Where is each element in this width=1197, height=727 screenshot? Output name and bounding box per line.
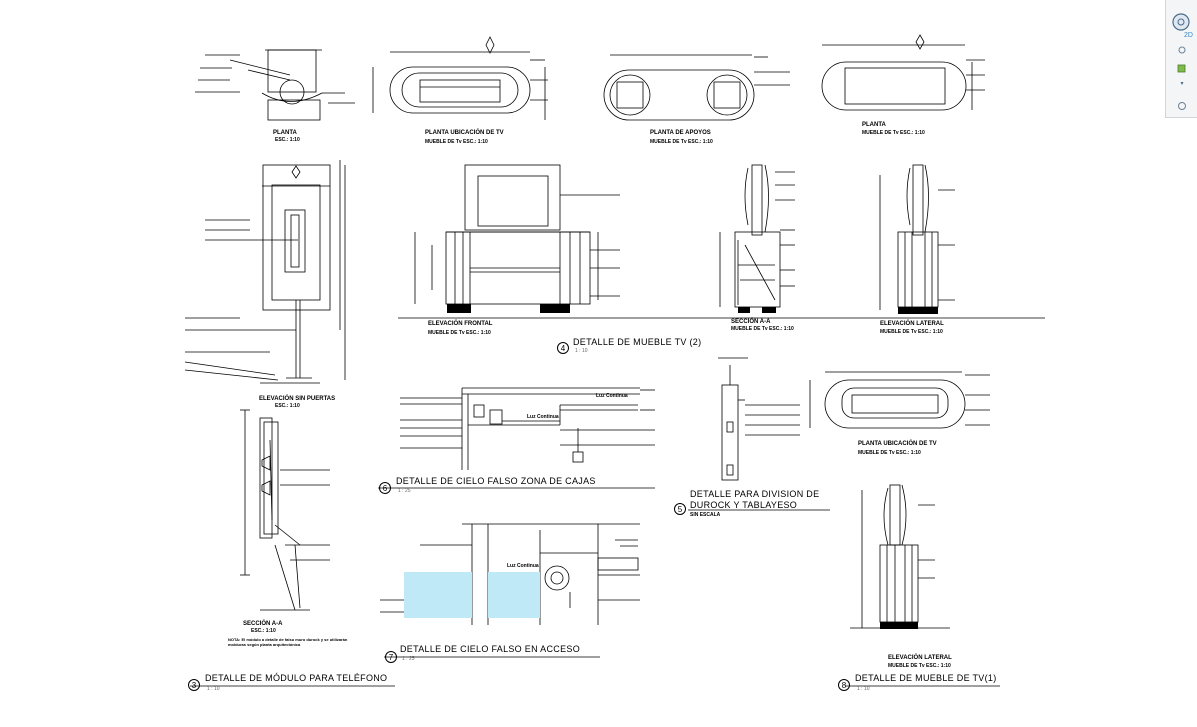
elevacion-lateral-2-drawing <box>850 484 950 629</box>
elevacion-sin-puertas-title: ELEVACIÓN SIN PUERTAS <box>259 396 336 402</box>
orbit-button[interactable] <box>1174 100 1190 112</box>
detail-4-title: DETALLE DE MUEBLE TV (2) <box>573 337 702 347</box>
elevacion-lateral-2-feet <box>880 622 918 629</box>
elevacion-frontal-feet <box>447 304 570 313</box>
pan-icon <box>1178 46 1186 54</box>
planta-apoyos-scale: MUEBLE DE Tv ESC.: 1:10 <box>650 139 713 145</box>
detail-6-title: DETALLE DE CIELO FALSO ZONA DE CAJAS <box>396 476 596 486</box>
chevron-down-icon: ▾ <box>1180 80 1184 87</box>
detail-5-scale: SIN ESCALA <box>690 512 721 518</box>
view-mode-label: 2D <box>1184 32 1193 39</box>
elevacion-lateral-2-scale: MUEBLE DE Tv ESC.: 1:10 <box>888 663 951 669</box>
planta-small-scale: ESC.: 1:10 <box>275 137 300 143</box>
elevacion-lateral-scale: MUEBLE DE Tv ESC.: 1:10 <box>880 329 943 335</box>
planta-small-title: PLANTA <box>273 130 297 136</box>
elevacion-lateral-drawing <box>879 164 955 310</box>
seccion-aa-left-scale: ESC.: 1:10 <box>251 628 276 634</box>
planta-apoyos-drawing <box>603 54 790 121</box>
luz-continua-label-1: Luz Continua <box>596 393 628 399</box>
seccion-aa-scale: MUEBLE DE Tv ESC.: 1:10 <box>731 326 794 332</box>
orbit-2d-icon <box>1172 13 1190 31</box>
elevacion-lateral-2-title: ELEVACIÓN LATERAL <box>888 655 952 661</box>
elevacion-sin-puertas-drawing <box>184 160 346 384</box>
elevacion-frontal-title: ELEVACIÓN FRONTAL <box>428 321 493 327</box>
planta-right-drawing <box>821 34 985 111</box>
detail-7-scale: 1 : 25 <box>402 656 415 662</box>
detail-3-scale: 1 : 10 <box>207 686 220 692</box>
luz-continua-label-2: Luz Continua <box>527 414 559 420</box>
division-durock-drawing <box>688 357 830 511</box>
luz-continua-label-3: Luz Continua <box>507 563 539 569</box>
elevacion-frontal-drawing <box>398 164 1045 319</box>
detail-8-number: 8 <box>838 679 850 691</box>
detail-4-number: 4 <box>557 342 569 354</box>
detail-4-scale: 1 : 10 <box>575 348 588 354</box>
seccion-aa-feet <box>738 307 776 313</box>
detail-3-title: DETALLE DE MÓDULO PARA TELÉFONO <box>205 673 388 683</box>
navigation-bar: 2D ▾ <box>1165 0 1197 118</box>
detail-5-number: 5 <box>674 503 686 515</box>
detail-7-number: 7 <box>385 651 397 663</box>
seccion-aa-left-title: SECCIÓN A-A <box>243 621 283 627</box>
view-mode-button[interactable]: 2D <box>1170 6 1194 40</box>
seccion-aa-title: SECCIÓN A-A <box>731 319 771 325</box>
planta-ubicacion-tv-drawing <box>372 36 548 120</box>
detail-8-scale: 1 : 10 <box>857 686 870 692</box>
zoom-dropdown-button[interactable]: ▾ <box>1174 78 1190 88</box>
detail-6-number: 6 <box>379 482 391 494</box>
planta-ubicacion-tv-title: PLANTA UBICACIÓN DE TV <box>425 130 504 136</box>
cielo-falso-acceso-water <box>404 572 540 618</box>
detail-8-title: DETALLE DE MUEBLE DE TV(1) <box>855 673 997 683</box>
elevacion-sin-puertas-scale: ESC.: 1:10 <box>275 403 300 409</box>
zoom-extents-icon <box>1177 64 1186 73</box>
planta-right-title: PLANTA <box>862 122 886 128</box>
seccion-aa-left-drawing <box>240 409 330 611</box>
planta-ubicacion-tv-2-drawing <box>809 371 990 429</box>
planta-ubicacion-tv-2-scale: MUEBLE DE Tv ESC.: 1:10 <box>858 450 921 456</box>
orbit-icon <box>1178 102 1186 110</box>
planta-small-drawing <box>195 49 355 121</box>
zoom-extents-button[interactable] <box>1174 62 1190 76</box>
detail-5-title-line1: DETALLE PARA DIVISION DE <box>690 489 820 499</box>
detail-5-title-line2: DUROCK Y TABLAYESO <box>690 500 798 510</box>
elevacion-lateral-title: ELEVACIÓN LATERAL <box>880 321 944 327</box>
planta-ubicacion-tv-scale: MUEBLE DE Tv ESC.: 1:10 <box>425 139 488 145</box>
planta-ubicacion-tv-2-title: PLANTA UBICACIÓN DE TV <box>858 441 937 447</box>
detail-6-scale: 1 : 25 <box>398 488 411 494</box>
cielo-falso-cajas-drawing <box>378 387 655 489</box>
seccion-aa-note: NOTA: El módulo a detalle de falso muro … <box>228 637 348 648</box>
elevacion-lateral-feet <box>898 307 938 314</box>
planta-right-scale: MUEBLE DE Tv ESC.: 1:10 <box>862 130 925 136</box>
pan-button[interactable] <box>1174 44 1190 56</box>
detail-3-number: 3 <box>188 679 200 691</box>
seccion-aa-drawing <box>719 164 795 308</box>
detail-7-title: DETALLE DE CIELO FALSO EN ACCESO <box>400 644 580 654</box>
planta-apoyos-title: PLANTA DE APOYOS <box>650 130 711 136</box>
elevacion-frontal-scale: MUEBLE DE Tv ESC.: 1:10 <box>428 330 491 336</box>
